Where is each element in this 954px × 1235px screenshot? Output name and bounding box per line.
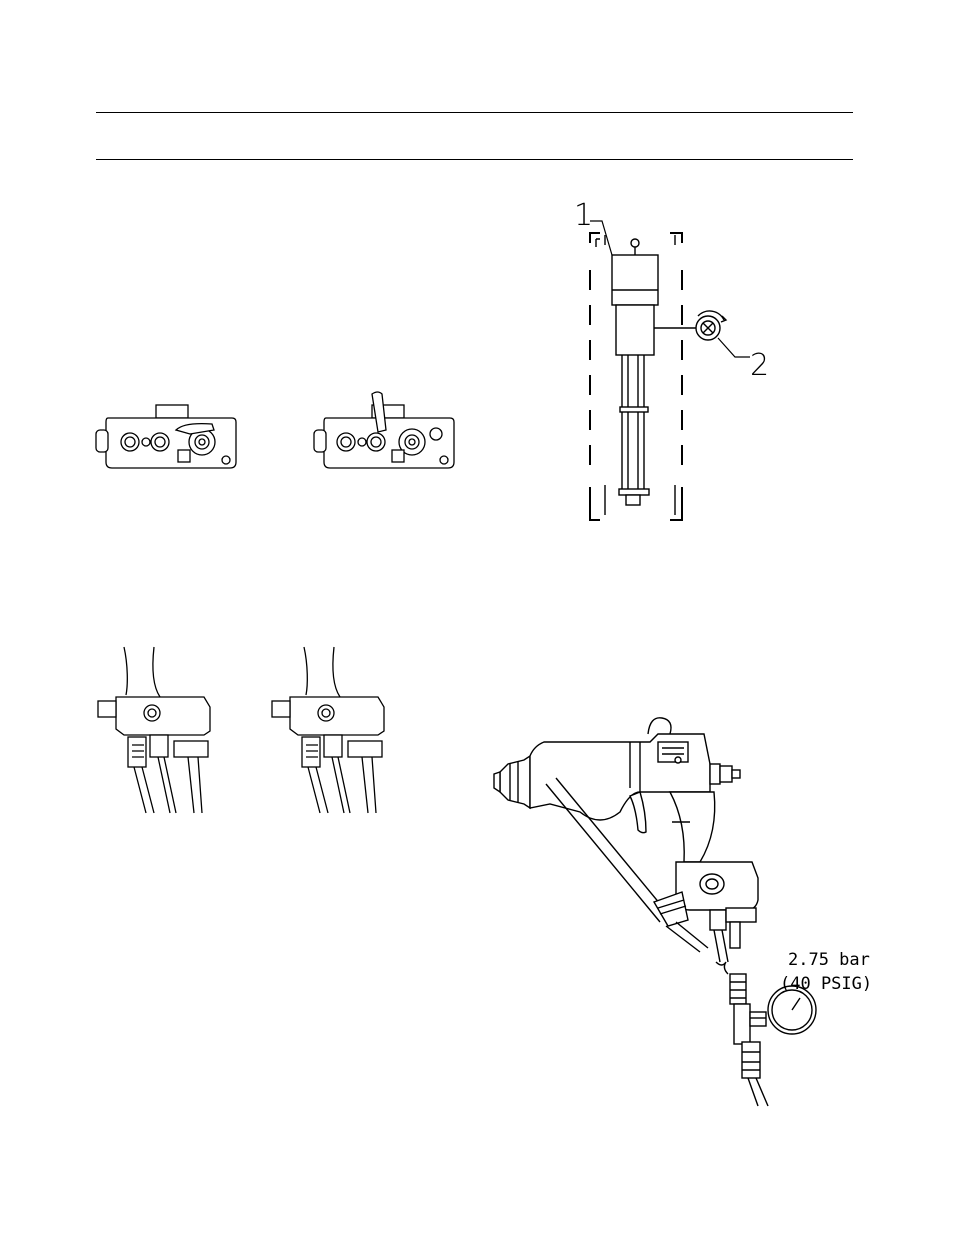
pressure-label-imperial: (40 PSIG) <box>780 974 872 994</box>
header-rule-bottom <box>96 159 853 160</box>
header-rule-top <box>96 112 853 113</box>
spray-gun-figure: 2.75 bar (40 PSIG) <box>490 712 890 1112</box>
valve-side-view-right <box>268 645 398 815</box>
callout-2: 2 <box>750 348 769 383</box>
valve-top-view-left <box>94 400 244 480</box>
rotor-assembly-figure: 1 2 <box>560 195 800 530</box>
pressure-label-metric: 2.75 bar <box>788 950 870 970</box>
valve-side-view-left <box>94 645 224 815</box>
valve-top-view-right <box>312 388 462 480</box>
callout-1: 1 <box>574 198 593 233</box>
